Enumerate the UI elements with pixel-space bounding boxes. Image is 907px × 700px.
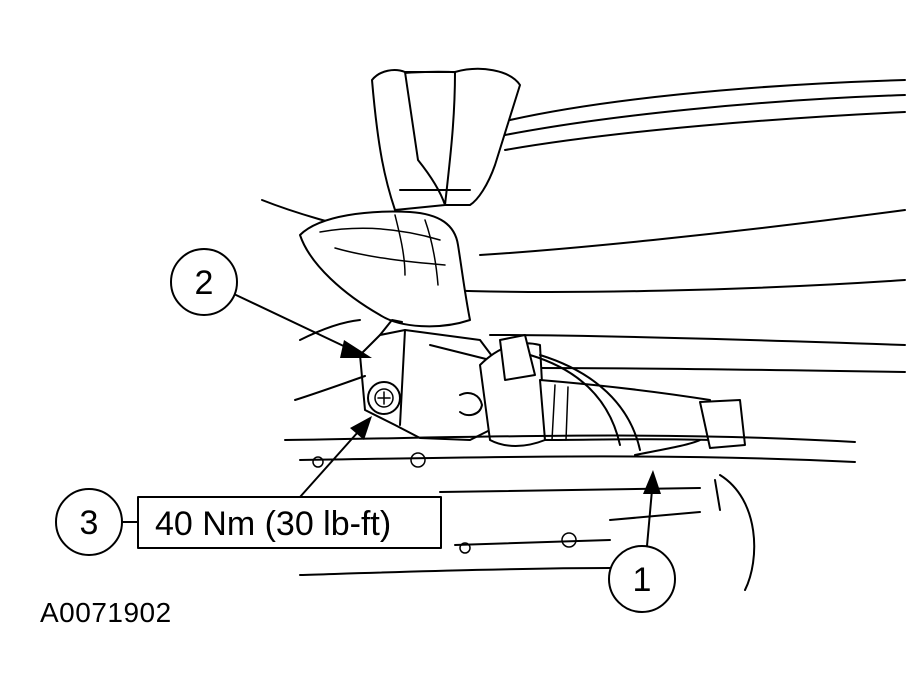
torque-spec-text: 40 Nm (30 lb-ft)	[155, 505, 391, 543]
shift-lever	[371, 67, 521, 211]
bolt	[367, 381, 401, 415]
shifter-bracket	[359, 319, 496, 441]
callout-2: 2	[170, 248, 372, 358]
callout-3-label: 3	[80, 504, 99, 542]
figure-id: A0071902	[40, 597, 172, 628]
callout-1: 1	[608, 470, 676, 613]
callout-3: 3 40 Nm (30 lb-ft)	[55, 416, 442, 556]
callout-1-label: 1	[633, 561, 652, 599]
frame-rail	[284, 319, 856, 591]
torque-spec-box	[137, 496, 442, 549]
shift-boot	[299, 210, 471, 328]
callout-2-label: 2	[195, 264, 214, 302]
floor-pan-outline	[261, 70, 906, 373]
shift-cable	[479, 334, 746, 456]
